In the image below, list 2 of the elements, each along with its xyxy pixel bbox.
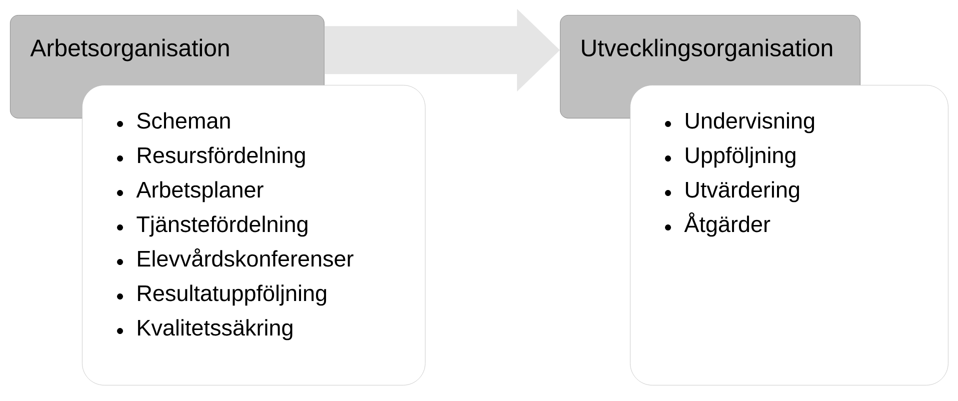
list-box: Scheman Resursfördelning Arbetsplaner Tjänstefördelning Elevvårdskonferenser Resultatuppföljning Kvalitetssäkring (82, 85, 426, 386)
list-box: Undervisning Uppföljning Utvärdering Åtgärder (630, 85, 948, 386)
